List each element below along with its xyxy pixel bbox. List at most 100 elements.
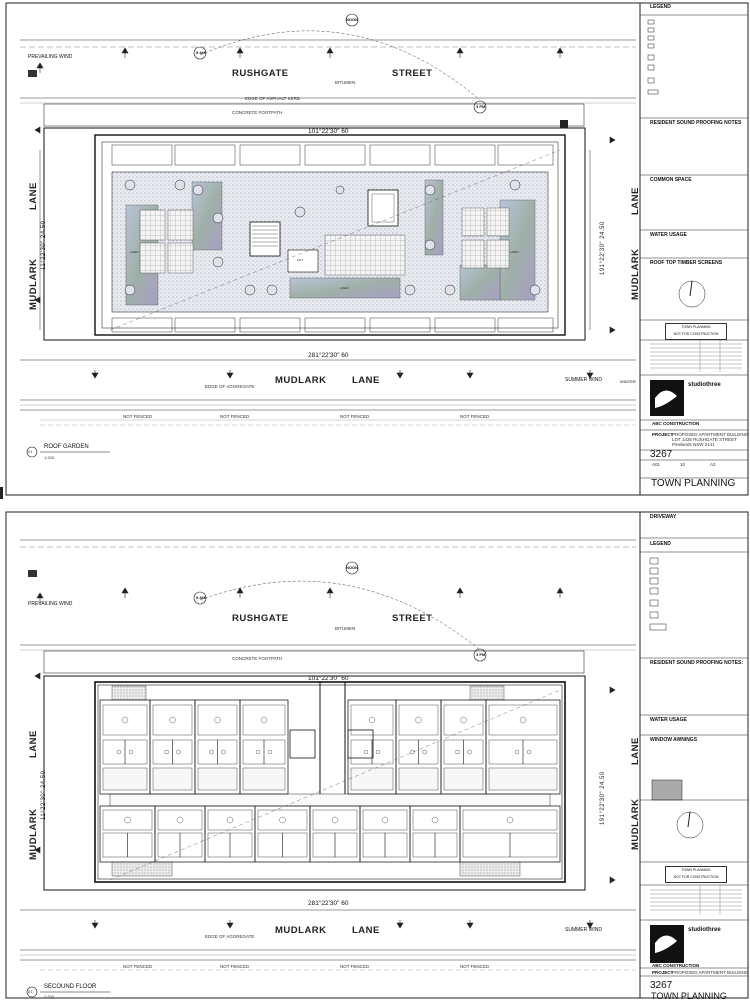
apartment-room [350, 767, 394, 791]
apartment-room [485, 699, 561, 795]
apartment-room [102, 739, 126, 765]
street-suffix-north: STREET [392, 68, 433, 79]
apartment-room [207, 832, 231, 858]
label-summer-wind-2: SUMMER WIND [565, 927, 602, 933]
furniture-symbol [226, 816, 234, 824]
apartment-room [443, 739, 464, 765]
tb-sound-notes [650, 128, 742, 172]
caption-number: 01 [28, 449, 33, 454]
apartment-room [418, 739, 439, 765]
apartment-room [242, 704, 286, 736]
tb-firm-name: studiothree [688, 382, 721, 388]
label-not-fenced-1: NOT FENCED [123, 414, 153, 419]
street-suffix-east-2: LANE [630, 737, 641, 765]
apartment-room [334, 832, 358, 858]
sun-pm-label: 3 PM [476, 104, 486, 109]
tb-project-number: 3267 [650, 449, 673, 460]
tb2-project-number: 3267 [650, 980, 673, 991]
furniture-symbol [176, 749, 181, 755]
label-prevailing-wind-2: PREVAILING WIND [28, 601, 73, 607]
caption-number-2: 01 [28, 989, 33, 994]
label-not-fenced-5: NOT FENCED [123, 964, 153, 969]
apartment-room [127, 832, 153, 858]
apartment-room [152, 767, 193, 791]
dim-west-2: 11°22'30" 24.50 [41, 770, 47, 820]
apartment-room [412, 832, 436, 858]
drawing-sheet-second-floor: RUSHGATE STREET MUDLARK LANE MUDLARK LAN… [0, 500, 750, 1000]
apartment-room [197, 767, 238, 791]
sheet-corner-mark [0, 487, 3, 499]
drawing-sheet-roof-garden: RUSHGATE STREET MUDLARK LANE MUDLARK LAN… [0, 2, 749, 499]
street-suffix-west-2: LANE [28, 730, 39, 758]
street-name-west: MUDLARK [28, 258, 39, 310]
dim-north: 101°22'30" 60 [308, 128, 349, 135]
label-not-fenced-3: NOT FENCED [340, 414, 370, 419]
apartment-room [488, 704, 558, 736]
street-suffix-east: LANE [630, 187, 641, 215]
tb2-section-awnings: WINDOW AWNINGS [650, 737, 698, 743]
tb-rev: 10 [680, 462, 686, 467]
drawing-caption: ROOF GARDEN [44, 444, 89, 450]
label-lawn-west: LAWN [130, 250, 139, 254]
sun-am-label: 9 AM [196, 50, 206, 55]
dim-north-2: 101°22'30" 60 [308, 675, 349, 682]
furniture-symbol [279, 816, 286, 824]
dim-east: 191°22'30" 24.50 [600, 221, 606, 275]
furniture-symbol [267, 749, 273, 755]
apartment-room [350, 704, 394, 736]
label-not-fenced-7: NOT FENCED [340, 964, 370, 969]
apartment-room [362, 809, 408, 831]
sun-noon-label-2: NOON [346, 565, 358, 570]
apartment-room [443, 767, 484, 791]
street-suffix-south-2: LANE [352, 925, 380, 936]
label-lawn-east: LAWN [510, 250, 519, 254]
tb2-section-water: WATER USAGE [650, 717, 687, 723]
apartment-room [312, 809, 358, 831]
street-name-north-2: RUSHGATE [232, 613, 289, 624]
apartment-room [257, 809, 308, 831]
roof-garden-plan [5, 2, 749, 496]
apartment-room [462, 832, 511, 858]
label-lawn-south: LAWN [340, 286, 349, 290]
label-edge-aggregate: EDGE OF AGGREGATE [205, 384, 255, 389]
furniture-symbol [422, 749, 427, 755]
tb2-client: ABC CONSTRUCTION [652, 963, 700, 968]
furniture-symbol [460, 716, 467, 724]
apartment-room [371, 739, 394, 765]
label-not-fenced-2: NOT FENCED [220, 414, 250, 419]
apartment-room [257, 832, 283, 858]
furniture-symbol [375, 749, 381, 755]
label-not-fenced-4: NOT FENCED [460, 414, 490, 419]
furniture-symbol [514, 749, 520, 755]
apartment-room [152, 704, 193, 736]
apartment-room [102, 809, 153, 831]
sun-am-label-2: 9 AM [196, 595, 206, 600]
tb2-section-legend: LEGEND [650, 541, 671, 547]
street-name-west-2: MUDLARK [28, 808, 39, 860]
street-suffix-south: LANE [352, 375, 380, 386]
tb-project-label: PROJECT [652, 432, 674, 437]
apartment-room [398, 739, 419, 765]
caption-scale: 1:200 [44, 455, 55, 460]
apartment-room [242, 739, 265, 765]
tb-project-desc: PROPOSED APARTMENT BUILDING [672, 432, 749, 437]
furniture-symbol [209, 749, 214, 755]
apartment-room [197, 704, 238, 736]
label-kerb: EDGE OF ASPHALT KERB [245, 96, 300, 101]
furniture-symbol [128, 749, 134, 755]
label-bitumen: BITUMEN [335, 80, 356, 85]
apartment-room [488, 767, 558, 791]
furniture-symbol [410, 749, 415, 755]
tb-section-legend: LEGEND [650, 4, 671, 10]
furniture-symbol [116, 749, 122, 755]
tb-project-city: Pinelands NSW 2141 [672, 442, 715, 447]
furniture-symbol [169, 716, 176, 724]
apartment-room [362, 832, 386, 858]
street-name-east-2: MUDLARK [630, 798, 641, 850]
label-footpath: CONCRETE FOOTPATH [232, 110, 283, 115]
second-floor-plan [5, 511, 749, 999]
tb-section-sound: RESIDENT SOUND PROOFING NOTES [650, 120, 742, 126]
drawing-caption-2: SECOUND FLOOR [44, 984, 97, 990]
apartment-room [384, 832, 408, 858]
